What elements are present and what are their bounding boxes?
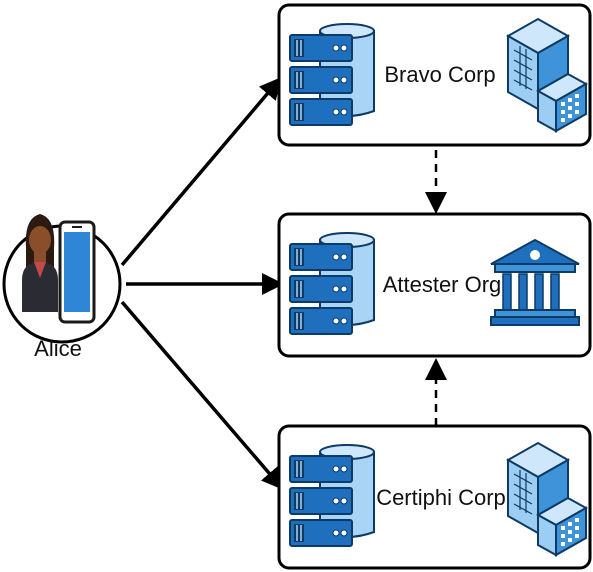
alice-label: Alice [34,336,82,361]
org-label-attester: Attester Org [383,272,502,297]
person-icon [22,214,58,312]
org-box-bravo: Bravo Corp [277,3,592,147]
connectors [120,76,447,491]
smartphone-icon [58,220,96,324]
arrow-alice-to-certiphi [120,300,284,491]
server-database-icon [289,444,375,547]
org-label-bravo: Bravo Corp [384,62,495,87]
arrow-alice-to-bravo [120,76,282,267]
server-database-icon [289,23,375,126]
org-label-certiphi: Certiphi Corp [376,485,506,510]
org-box-certiphi: Certiphi Corp [277,424,592,570]
server-database-icon [289,232,375,335]
alice-node: Alice [2,214,122,361]
org-box-attester: Attester Org [277,212,592,358]
